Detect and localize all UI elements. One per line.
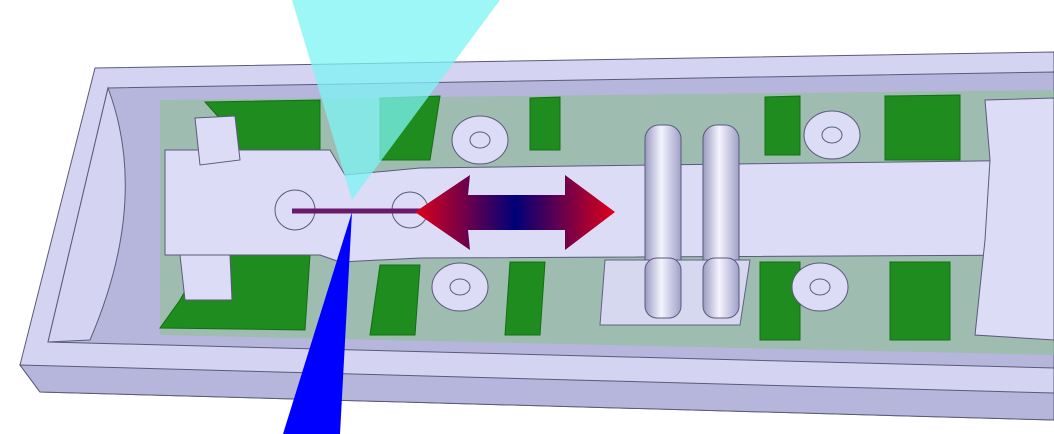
mounting-pins: [431, 110, 861, 312]
slider-end-block-lower: [179, 254, 233, 301]
roller-cylinders: [599, 124, 751, 326]
slider-end-block: [194, 115, 241, 166]
right-connector: [974, 97, 1054, 341]
housing-front-face: [18, 364, 1054, 421]
laser-beam: [283, 212, 352, 434]
double-arrow-icon: [415, 175, 615, 250]
light-cone: [292, 0, 500, 200]
housing-left-curve: [47, 86, 126, 343]
slider-bar: [164, 149, 1054, 263]
